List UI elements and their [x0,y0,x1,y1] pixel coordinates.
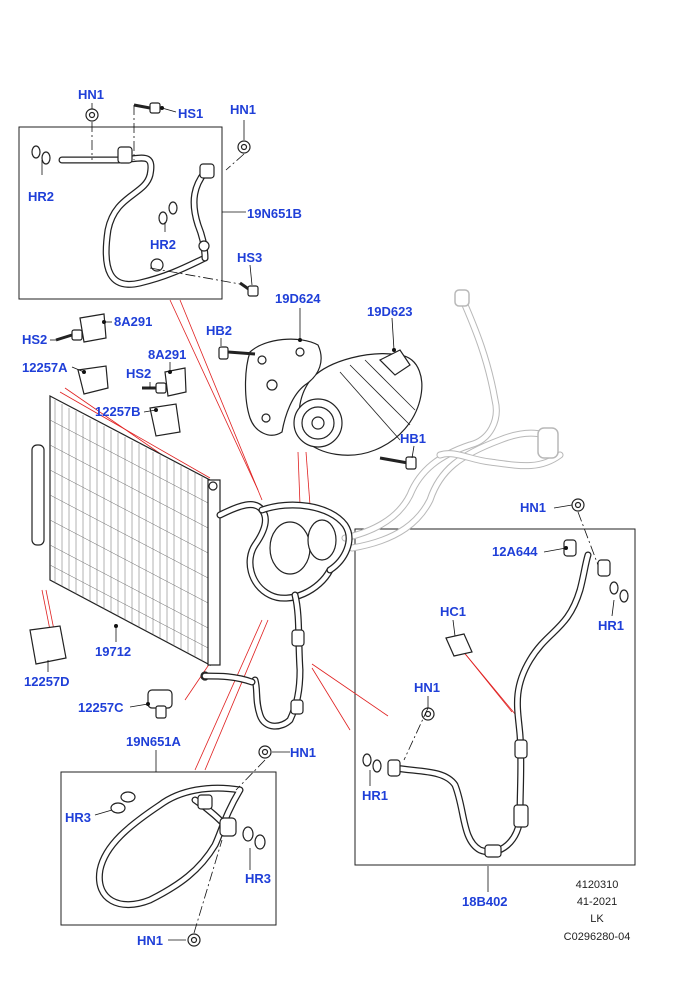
label-19d623: 19D623 [367,304,413,319]
label-hc1: HC1 [440,604,466,619]
hose-19n651a [95,784,244,908]
label-hn1-top: HN1 [78,87,104,102]
compressor-19d623 [293,349,423,456]
compressor-bracket-19d624 [244,338,322,436]
screw-hs3 [239,281,259,297]
label-18b402: 18B402 [462,894,508,909]
label-hr3-left: HR3 [65,810,91,825]
label-12257d: 12257D [24,674,70,689]
hose-19n651a-box [60,771,277,926]
label-hs3: HS3 [237,250,262,265]
bolt-hb2 [218,346,256,360]
label-12257a: 12257A [22,360,68,375]
reference-drawing: C0296280-04 [564,931,631,943]
clip-hc1 [445,633,473,657]
bracket-12257b [149,403,181,437]
label-hr1-right: HR1 [598,618,624,633]
nut-hn1-bottom-mid [258,745,272,759]
reference-group: 41-2021 [577,896,617,908]
label-8a291-mid: 8A291 [148,347,186,362]
nut-hn1-top [85,108,99,122]
leader-lines [41,103,615,941]
callout-lines [41,299,521,771]
pipe-18b402-box [354,528,636,866]
label-hs2-top: HS2 [22,332,47,347]
label-12257c: 12257C [78,700,124,715]
nut-hn1-box-right [421,707,435,721]
reference-code: 4120310 [576,879,619,891]
reference-initials: LK [590,913,604,925]
label-hs2-mid: HS2 [126,366,151,381]
label-hb1: HB1 [400,431,426,446]
label-8a291-top: 8A291 [114,314,152,329]
bracket-8a291-top [79,313,107,343]
label-hb2: HB2 [206,323,232,338]
label-19n651a: 19N651A [126,734,182,749]
o-ring-hr2-mid [158,201,178,225]
bracket-12257a [77,365,109,395]
o-ring-hr2-left [31,145,51,165]
nut-hn1-mid-right [571,498,585,512]
o-ring-hr1-box [362,753,382,773]
label-19712: 19712 [95,644,131,659]
o-ring-hr1-right [609,581,629,603]
label-hn1-mid-right: HN1 [520,500,546,515]
label-19d624: 19D624 [275,291,321,306]
label-hr3-right: HR3 [245,871,271,886]
bracket-8a291-mid [164,367,187,397]
label-hr2-mid: HR2 [150,237,176,252]
label-hr2-left: HR2 [28,189,54,204]
label-hn1-box-right: HN1 [414,680,440,695]
alignment-lines [91,105,599,934]
part-labels: HN1 HS1 HN1 HR2 HR2 19N651B HS3 19D624 1… [22,87,624,948]
label-hn1-bottom: HN1 [137,933,163,948]
screw-hs2-mid [142,382,167,394]
nut-hn1-right [237,140,251,154]
label-hs1: HS1 [178,106,203,121]
existing-pipework-ghost [341,289,564,552]
label-12a644: 12A644 [492,544,538,559]
hose-19n651b [58,146,215,288]
label-12257b: 12257B [95,404,141,419]
sensor-12257c [147,689,173,719]
central-hose-assembly [201,501,353,730]
label-hn1-bottom-mid: HN1 [290,745,316,760]
nut-hn1-bottom [187,933,201,947]
reference-block: 4120310 41-2021 LK C0296280-04 [564,879,631,943]
bolt-hb1 [379,456,417,470]
bracket-12257d [29,625,67,665]
o-ring-hr3-right [242,826,266,850]
label-19n651b: 19N651B [247,206,302,221]
label-hn1-right: HN1 [230,102,256,117]
condenser-19712 [31,395,221,681]
hose-19n651b-box [18,126,223,300]
o-ring-hr3-left [110,791,136,814]
screw-hs2-top [55,329,83,342]
label-hr1-box: HR1 [362,788,388,803]
screw-hs1 [133,102,161,114]
pipe-18b402 [387,551,611,858]
